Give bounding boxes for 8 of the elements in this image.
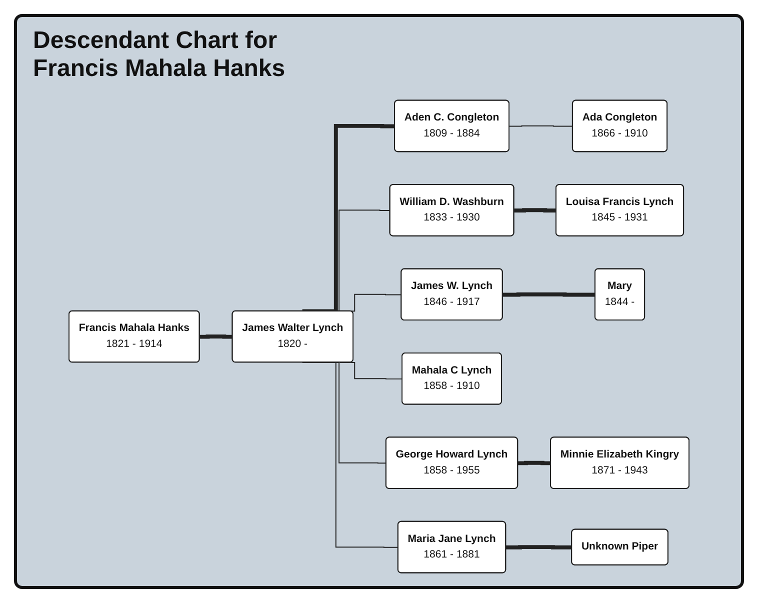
connector — [506, 545, 572, 550]
connector — [514, 208, 556, 212]
chart-title: Descendant Chart for Francis Mahala Hanks — [33, 27, 286, 82]
connector — [200, 334, 233, 339]
connector — [518, 460, 551, 466]
connector — [502, 292, 596, 297]
chart-panel: Descendant Chart for Francis Mahala Hanks Francis Mahala Hanks 1821 - 1914 James Walter Lynch 1820 - Aden C. Congleton 1809 - 1884 Louisa Francis Lynch 1845 - 1931 William D. Washburn 1833 - 1930 Mary 1844 - James W. Lynch 1846 - 1917 Mahala C Lynch 1858 - 1910 Minnie Elizabeth Kingry 1871 - 1943 George Howard Lynch 1858 - 1955 Unknown Piper Maria Jane Lynch 1861 - 1881 Ada Congleton 1866 - 1910 — [14, 14, 744, 589]
connector — [508, 125, 574, 127]
